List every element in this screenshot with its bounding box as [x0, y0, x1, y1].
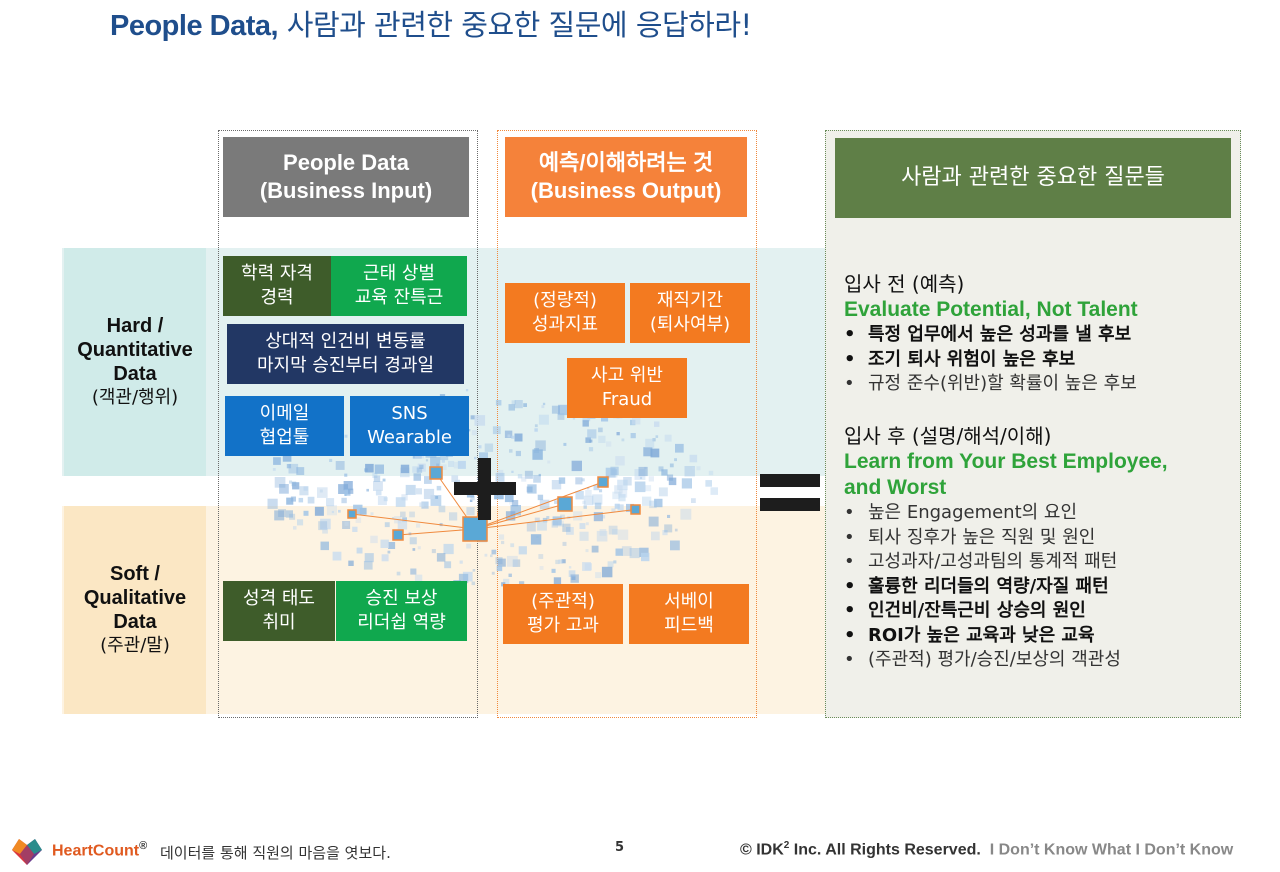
footer-brand: HeartCount® — [52, 840, 148, 860]
page-title: People Data, 사람과 관련한 중요한 질문에 응답하라! — [110, 8, 752, 42]
page-number: 5 — [615, 840, 625, 855]
output-header: 예측/이해하려는 것(Business Output) — [505, 137, 747, 217]
output-box-evaluation: (주관적)평가 고과 — [503, 584, 623, 644]
list-item: ROI가 높은 교육과 낮은 교육 — [844, 624, 1168, 649]
questions-header: 사람과 관련한 중요한 질문들 — [835, 138, 1231, 218]
list-item: 특정 업무에서 높은 성과를 낼 후보 — [844, 323, 1138, 348]
output-column — [497, 130, 757, 718]
questions-after-section: 입사 후 (설명/해석/이해) Learn from Your Best Emp… — [844, 420, 1168, 673]
footer-copyright: © IDK2 Inc. All Rights Reserved. I Don’t… — [740, 840, 1234, 859]
list-item: 퇴사 징후가 높은 직원 및 원인 — [844, 526, 1168, 551]
after-subtitle: Learn from Your Best Employee, — [844, 450, 1168, 473]
footer-tagline: 데이터를 통해 직원의 마음을 엿보다. — [160, 844, 391, 862]
hard-data-label: Hard / Quantitative Data (객관/행위) — [64, 248, 206, 476]
output-box-performance: (정량적)성과지표 — [505, 283, 625, 343]
before-subtitle: Evaluate Potential, Not Talent — [844, 298, 1138, 321]
list-item: 인건비/잔특근비 상승의 원인 — [844, 599, 1168, 624]
output-box-tenure: 재직기간(퇴사여부) — [630, 283, 750, 343]
input-header: People Data(Business Input) — [223, 137, 469, 217]
equals-icon — [760, 474, 820, 487]
list-item: 높은 Engagement의 요인 — [844, 501, 1168, 526]
list-item: 규정 준수(위반)할 확률이 높은 후보 — [844, 372, 1138, 397]
list-item: 조기 퇴사 위험이 높은 후보 — [844, 348, 1138, 373]
list-item: (주관적) 평가/승진/보상의 객관성 — [844, 648, 1168, 673]
after-subtitle-2: and Worst — [844, 476, 947, 499]
soft-data-label: Soft / Qualitative Data (주관/말) — [64, 506, 206, 714]
before-title: 입사 전 (예측) — [844, 272, 965, 296]
heartcount-logo-icon — [12, 839, 42, 865]
plus-icon-bar — [454, 482, 516, 495]
questions-before-section: 입사 전 (예측) Evaluate Potential, Not Talent… — [844, 268, 1138, 397]
equals-icon-bar — [760, 498, 820, 511]
list-item: 고성과자/고성과팀의 통계적 패턴 — [844, 550, 1168, 575]
after-title: 입사 후 (설명/해석/이해) — [844, 424, 1052, 448]
list-item: 훌륭한 리더들의 역량/자질 패턴 — [844, 575, 1168, 600]
